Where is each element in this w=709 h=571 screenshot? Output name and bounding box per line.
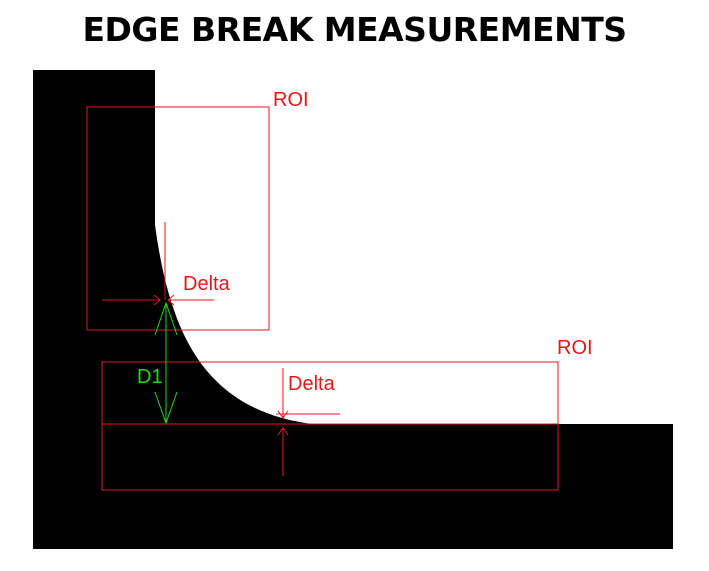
delta-marker-top xyxy=(102,222,214,306)
delta-label-top: Delta xyxy=(183,273,231,295)
part-silhouette xyxy=(33,70,673,549)
d1-label: D1 xyxy=(137,366,163,388)
delta-label-bottom: Delta xyxy=(288,373,336,395)
page-title: EDGE BREAK MEASUREMENTS xyxy=(82,10,627,49)
roi-box-top xyxy=(86,106,270,331)
d1-arrow xyxy=(154,301,178,425)
roi-label-top: ROI xyxy=(273,89,309,111)
roi-label-bottom: ROI xyxy=(557,337,593,359)
delta-marker-bottom xyxy=(276,368,340,476)
roi-box-bottom xyxy=(101,361,559,491)
